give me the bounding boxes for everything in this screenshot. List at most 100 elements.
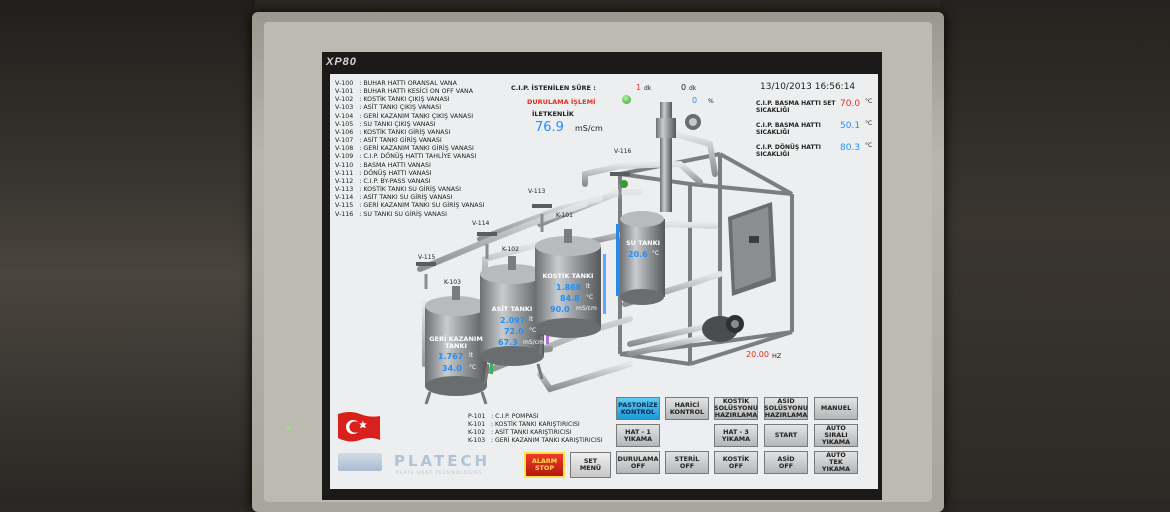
tank-k101-temp: 84.8 [560,294,580,303]
external-control-button[interactable]: HARİCİ KONTROL [665,397,709,420]
line-1-wash-button[interactable]: HAT - 1 YIKAMA [616,424,660,447]
tank-k103-level-unit: lt [469,352,474,359]
tank-su-temp-unit: °C [652,250,660,257]
turkish-flag-icon [338,412,380,442]
reading-return-temp-label: C.I.P. DÖNÜŞ HATTI SICAKLIĞI [756,144,821,158]
cip-percent-unit: % [708,98,714,105]
reading-set-temp-value[interactable]: 70.0 [840,99,861,109]
alarm-stop-button[interactable]: ALARM STOP [524,452,565,478]
cip-elapsed-value: 0 [681,83,687,92]
tank-k103-tag: K-103 [444,279,461,286]
tank-k101 [535,229,606,355]
conductivity-value: 76.9 [535,120,564,135]
valve-legend-item: V-106 : KOSTİK TANKI GİRİŞ VANASI [335,128,451,136]
reading-set-temp-label: C.I.P. BASMA HATTI SET SICAKLIĞI [756,100,836,114]
pump-legend-item: P-101 : C.I.P. POMPASI [468,413,539,420]
tank-k102-cond-unit: mS/cm [523,339,544,346]
tank-k103-temp-unit: °C [469,364,477,371]
tank-k101-tag: K-101 [556,212,573,219]
cip-minutes-value[interactable]: 1 [636,83,642,92]
valve-legend-item: V-112 : C.I.P. BY-PASS VANASI [335,177,431,185]
tank-k102-name: ASİT TANKI [491,305,533,313]
tank-k101-level: 1.868 [556,283,582,292]
acid-solution-prep-button[interactable]: ASİD SOLÜSYONU HAZIRLAMA [763,397,809,420]
tank-k102-level-unit: lt [529,316,534,323]
process-diagram [416,101,794,405]
valve-legend-item: V-113 : KOSTİK TANKI SU GİRİŞ VANASI [335,186,461,194]
datetime-display: 13/10/2013 16:56:14 [760,82,856,92]
tank-k101-name: KOSTİK TANKI [542,272,594,280]
reading-supply-temp-unit: °C [865,120,873,127]
tank-k103 [424,286,493,405]
valve-stems [424,184,622,289]
tank-k102-tag: K-102 [502,246,519,253]
cip-process-label: DURULAMA İŞLEMİ [527,98,596,106]
tank-k102-temp: 72.0 [504,327,524,336]
valve-tag-v115: V-115 [418,254,436,261]
background-wall-right [940,0,1170,500]
valve-legend-item: V-111 : DÖNÜŞ HATTI VANASI [335,169,432,177]
cip-minutes-unit: dk [644,85,652,92]
valve-legend-item: V-101 : BUHAR HATTI KESİCİ ON OFF VANA [335,88,474,96]
pump-legend-item: K-101 : KOSTİK TANKI KARIŞTIRICISI [468,421,580,429]
tank-k101-level-unit: lt [586,283,591,290]
tank-su-name: SU TANKI [625,239,661,247]
valve-tag-v113: V-113 [528,188,546,195]
valve-handles [416,172,630,266]
tank-k102-temp-unit: °C [529,327,537,334]
auto-sequential-wash-button[interactable]: AUTO SIRALI YIKAMA [814,424,858,447]
pump-legend-item: K-103 : GERİ KAZANIM TANKI KARIŞTIRICISI [468,437,603,445]
valve-tag-v114: V-114 [472,220,490,227]
tank-k101-cond-unit: mS/cm [576,305,597,312]
set-menu-button[interactable]: SET MENÜ [570,452,611,478]
status-led-icon [287,426,290,429]
reading-return-temp-value: 80.3 [840,143,861,153]
pump-frequency-unit: HZ [772,352,782,360]
tank-k103-name: GERİ KAZANIM TANKI [429,335,483,350]
valve-legend-item: V-100 : BUHAR HATTI ORANSAL VANA [335,80,457,87]
valve-tag-v116: V-116 [614,148,632,155]
reading-set-temp-unit: °C [865,98,873,105]
conductivity-unit: mS/cm [575,124,603,133]
pump-p101 [702,315,744,342]
platech-logo-icon [338,453,382,471]
valve-legend-item: V-110 : BASMA HATTI VANASI [335,161,431,169]
start-button[interactable]: START [764,424,808,447]
tank-k103-temp: 34.0 [442,364,462,373]
cip-elapsed-unit: dk [689,85,697,92]
tank-k101-temp-unit: °C [586,294,594,301]
valve-legend-item: V-115 : GERİ KAZANIM TANKI SU GİRİŞ VANA… [335,202,485,210]
pump-frequency-value: 20.00 [746,350,769,359]
valve-legend-item: V-108 : GERİ KAZANIM TANKI GİRİŞ VANASI [335,145,474,153]
platech-logo-name: PLATECH [394,452,491,470]
cip-required-time-label: C.I.P. İSTENİLEN SÜRE : [511,84,596,92]
cip-percent-value: 0 [692,96,698,105]
steam-column [620,102,701,212]
reading-supply-temp-label: C.I.P. BASMA HATTI SICAKLIĞI [756,122,821,136]
valve-legend-item: V-107 : ASİT TANKI GİRİŞ VANASI [335,137,442,145]
auto-single-wash-button[interactable]: AUTO TEK YIKAMA [814,451,858,474]
pastorize-control-button[interactable]: PASTORİZE KONTROL [616,397,660,420]
control-panel-box [728,202,776,296]
caustic-solution-prep-button[interactable]: KOSTİK SOLÜSYONU HAZIRLAMA [713,397,759,420]
background-wall-left [0,0,255,500]
rinse-off-button[interactable]: DURULAMA OFF [616,451,660,474]
conductivity-label: İLETKENLİK [532,110,574,118]
cip-status-indicator-icon [622,95,631,104]
caustic-off-button[interactable]: KOSTİK OFF [714,451,758,474]
sterile-off-button[interactable]: STERİL OFF [665,451,709,474]
valve-legend-item: V-105 : SU TANKI ÇIKIŞ VANASI [335,120,436,128]
tank-su-temp: 20.6 [628,250,648,259]
valve-legend-item: V-114 : ASİT TANKI SU GİRİŞ VANASI [335,194,453,202]
valve-legend-item: V-102 : KOSTİK TANKI ÇIKIŞ VANASI [335,96,450,104]
manual-button[interactable]: MANUEL [814,397,858,420]
tank-k102-cond: 67.3 [498,338,518,347]
valve-legend-item: V-103 : ASİT TANKI ÇIKIŞ VANASI [335,104,442,112]
tank-k102 [480,256,549,385]
line-3-wash-button[interactable]: HAT - 3 YIKAMA [714,424,758,447]
tank-su [616,211,665,305]
pump-legend-item: K-102 : ASİT TANKI KARIŞTIRICISI [468,429,572,437]
acid-off-button[interactable]: ASİD OFF [764,451,808,474]
